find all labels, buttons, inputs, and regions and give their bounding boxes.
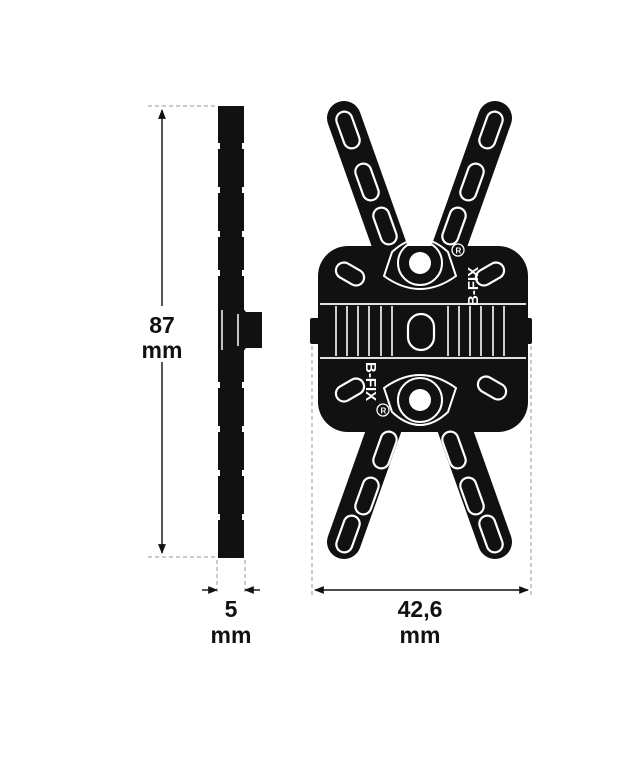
registered-mark-top-letter: R bbox=[456, 247, 462, 256]
width-dimension: 42,6 mm bbox=[398, 596, 443, 648]
registered-mark-bottom bbox=[376, 403, 390, 417]
registered-mark-bottom-letter: R bbox=[381, 407, 387, 416]
registered-mark-top bbox=[451, 243, 465, 257]
front-view: B-FIX R B-FIX R bbox=[310, 101, 532, 559]
brand-mark-bottom: B-FIX bbox=[362, 362, 379, 401]
height-value: 87 bbox=[149, 312, 175, 338]
width-unit: mm bbox=[400, 622, 441, 648]
thickness-dimension: 5 mm bbox=[211, 596, 252, 648]
height-unit: mm bbox=[142, 337, 183, 363]
height-dimension: 87 mm bbox=[142, 312, 183, 363]
screw-hole-bottom bbox=[382, 374, 458, 426]
screw-hole-top bbox=[382, 238, 458, 290]
side-view bbox=[214, 106, 262, 558]
thickness-value: 5 bbox=[225, 596, 238, 622]
brand-mark-top: B-FIX bbox=[465, 267, 482, 306]
thickness-unit: mm bbox=[211, 622, 252, 648]
width-value: 42,6 bbox=[398, 596, 443, 622]
